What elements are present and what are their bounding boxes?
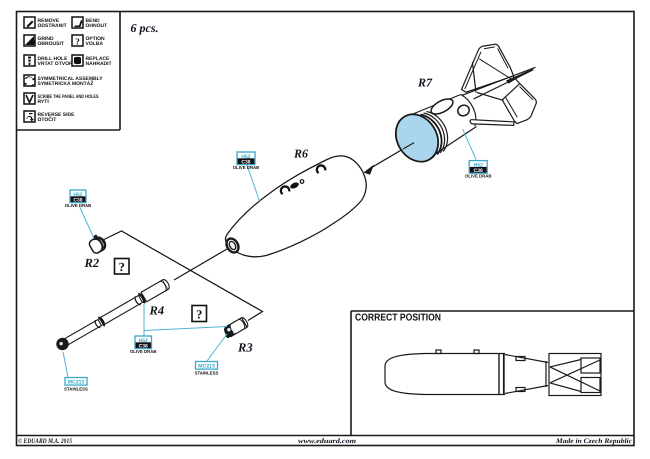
svg-text:OHNOUT: OHNOUT — [86, 23, 108, 29]
svg-text:C38: C38 — [474, 168, 483, 174]
svg-text:OLIVE DRAB: OLIVE DRAB — [130, 349, 157, 354]
svg-text:REPLACE: REPLACE — [86, 56, 111, 62]
svg-text:C38: C38 — [241, 159, 250, 165]
svg-text:RYTÍ: RYTÍ — [38, 98, 50, 105]
svg-text:REVERSE SIDE: REVERSE SIDE — [38, 112, 76, 118]
svg-text:SYMMETRICAL ASSEMBLY: SYMMETRICAL ASSEMBLY — [38, 76, 104, 82]
svg-text:REMOVE: REMOVE — [38, 18, 60, 24]
svg-text:ODSTRANIT: ODSTRANIT — [38, 23, 67, 29]
svg-text:R2: R2 — [84, 256, 100, 270]
svg-text:SYMETRICKÁ MONTÁŽ: SYMETRICKÁ MONTÁŽ — [38, 80, 94, 87]
svg-text:R6: R6 — [293, 146, 308, 160]
svg-text:R7: R7 — [417, 75, 433, 89]
svg-text:GRIND: GRIND — [38, 36, 55, 42]
svg-text:SCRIBE THE PANEL AND HOLES: SCRIBE THE PANEL AND HOLES — [38, 94, 100, 100]
svg-text:DRILL HOLE: DRILL HOLE — [38, 56, 69, 62]
svg-text:?: ? — [119, 260, 125, 274]
svg-text:OLIVE DRAB: OLIVE DRAB — [465, 174, 492, 179]
svg-text:OPTION: OPTION — [86, 36, 106, 42]
svg-text:?: ? — [75, 37, 80, 47]
svg-text:MC213: MC213 — [68, 380, 85, 386]
svg-text:© EDUARD M.A. 2015: © EDUARD M.A. 2015 — [18, 438, 72, 445]
svg-text:NAHRADIT: NAHRADIT — [86, 61, 112, 67]
svg-text:C38: C38 — [139, 343, 148, 349]
svg-text:www.eduard.com: www.eduard.com — [298, 438, 356, 445]
svg-text:OBROUSIT: OBROUSIT — [38, 41, 64, 47]
svg-text:STAINLESS: STAINLESS — [64, 387, 88, 392]
svg-text:STAINLESS: STAINLESS — [195, 371, 219, 376]
svg-text:R3: R3 — [237, 341, 253, 355]
svg-text:H52: H52 — [73, 192, 82, 198]
svg-text:VRTAT OTVOR: VRTAT OTVOR — [38, 61, 73, 67]
svg-text:OLIVE DRAB: OLIVE DRAB — [65, 203, 92, 208]
svg-text:BEND: BEND — [86, 18, 101, 24]
svg-text:VOLBA: VOLBA — [86, 41, 104, 47]
svg-text:Made in Czech Republic: Made in Czech Republic — [555, 438, 632, 445]
svg-text:OTOČIT: OTOČIT — [38, 116, 57, 123]
svg-text:6 pcs.: 6 pcs. — [131, 21, 159, 35]
svg-text:R4: R4 — [149, 304, 165, 318]
svg-text:?: ? — [196, 308, 202, 322]
svg-text:H52: H52 — [474, 162, 483, 168]
svg-text:OLIVE DRAB: OLIVE DRAB — [233, 165, 260, 170]
svg-text:H52: H52 — [139, 338, 148, 344]
svg-text:MC213: MC213 — [198, 364, 215, 370]
svg-text:H52: H52 — [241, 154, 250, 160]
svg-text:C38: C38 — [73, 197, 82, 203]
svg-text:CORRECT POSITION: CORRECT POSITION — [355, 313, 441, 324]
